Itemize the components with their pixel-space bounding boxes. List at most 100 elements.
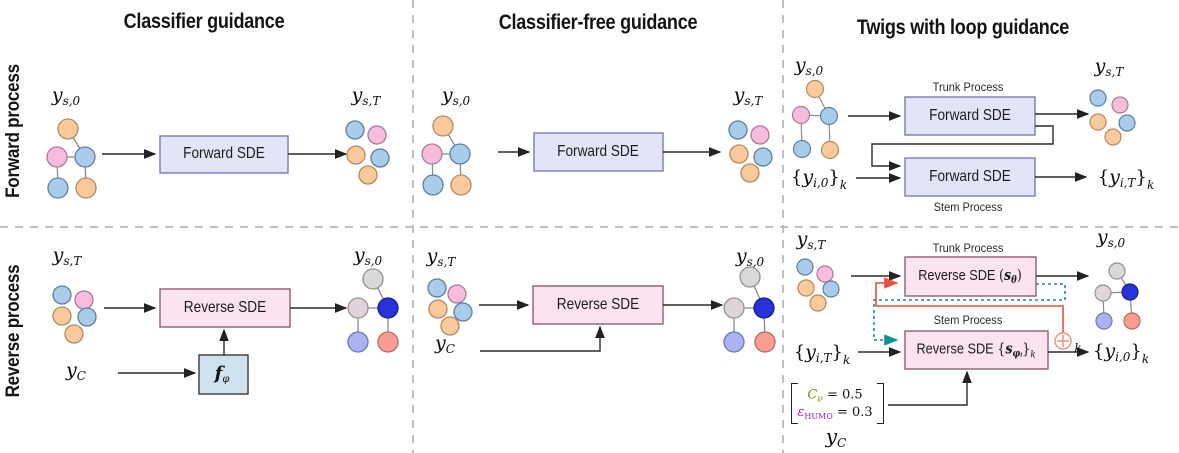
label-set-y-iT: {yi,T}k — [793, 341, 851, 367]
node-pink — [421, 143, 443, 165]
node-orange — [450, 174, 472, 196]
column-title-classifier-free: Classifier-free guidance — [498, 11, 698, 34]
node-blue — [453, 302, 473, 322]
label-y-sT: ys,T — [733, 84, 763, 108]
node-pink — [46, 146, 68, 168]
node-blue — [753, 147, 773, 167]
label-set-y-i0: {yi,0}k — [790, 166, 848, 192]
bracket-left — [791, 383, 798, 424]
noise-dots-col1-forward — [345, 120, 390, 185]
node-gray — [362, 268, 384, 290]
node-blue — [819, 106, 839, 126]
label-y-C: yC — [66, 359, 86, 383]
noise-dots-col3-forward — [1089, 89, 1136, 146]
node-blue — [1118, 114, 1136, 132]
reverse-sde-label-col1: Reverse SDE — [183, 299, 267, 316]
reverse-sde-box-col2 — [532, 285, 664, 325]
teal-loop-path — [873, 283, 1066, 346]
node-orange — [52, 306, 72, 326]
node-blue — [47, 177, 69, 199]
node-lightgray — [723, 297, 745, 319]
node-orange — [805, 79, 825, 99]
node-orange — [797, 279, 815, 297]
node-orange — [64, 324, 84, 344]
arrow-trunk-to-stem-loop — [871, 125, 1054, 171]
node-gray — [1108, 262, 1126, 280]
node-pink — [1111, 96, 1129, 114]
node-orange — [358, 165, 378, 185]
arrow-col2-yC — [480, 325, 605, 352]
graph-col2-forward-input — [421, 115, 472, 196]
node-gray — [739, 266, 761, 288]
node-orange — [729, 144, 749, 164]
node-lightgray — [347, 297, 369, 319]
node-blue — [52, 285, 72, 305]
label-y-s0: ys,0 — [353, 244, 383, 268]
node-salmon — [377, 331, 399, 353]
noise-dots-col1-reverse — [52, 285, 97, 344]
label-stem-process-rev: Stem Process — [933, 313, 1003, 327]
node-pink — [367, 125, 387, 145]
label-y-s0: ys,0 — [794, 54, 824, 78]
node-periwinkle — [723, 331, 745, 353]
forward-sde-label-col1: Forward SDE — [183, 145, 265, 162]
node-pink — [816, 265, 834, 283]
node-darkblue — [1121, 283, 1139, 301]
node-periwinkle — [1095, 312, 1113, 330]
reverse-sde-label-col2: Reverse SDE — [556, 296, 640, 313]
label-y-sT: ys,T — [52, 244, 82, 268]
node-orange — [428, 299, 448, 319]
forward-sde-box-col1 — [159, 135, 289, 174]
node-pink — [750, 125, 770, 145]
label-y-sT: ys,T — [796, 228, 826, 252]
node-blue — [345, 120, 365, 140]
graph-col1-reverse-output — [347, 268, 399, 353]
graph-col3-reverse-output — [1094, 262, 1141, 330]
node-blue — [370, 148, 390, 168]
forward-sde-box-trunk — [904, 96, 1036, 136]
label-set-y-iT: {yi,T}k — [1097, 166, 1155, 192]
forward-sde-label-stem: Forward SDE — [929, 168, 1011, 185]
node-blue — [77, 307, 97, 327]
node-blue — [427, 278, 447, 298]
arrow-condition-to-stem — [888, 370, 972, 406]
node-blue — [796, 258, 814, 276]
node-blue — [422, 174, 444, 196]
red-loop — [875, 277, 1072, 350]
reverse-sde-phi-label: Reverse SDE {sφᵢ}k — [916, 339, 1036, 361]
node-orange — [432, 115, 454, 137]
reverse-sde-box-col1 — [159, 288, 291, 328]
label-stem-process-fwd: Stem Process — [933, 200, 1003, 214]
f-phi-label: fφ — [214, 363, 230, 385]
forward-sde-label-col2: Forward SDE — [557, 143, 639, 160]
column-title-twigs: Twigs with loop guidance — [856, 16, 1070, 39]
node-blue — [728, 120, 748, 140]
process-boxes — [159, 96, 1049, 395]
forward-sde-box-stem — [904, 157, 1036, 197]
graph-col1-forward-input — [46, 118, 97, 199]
label-trunk-process-rev: Trunk Process — [932, 241, 1004, 255]
forward-sde-label-trunk: Forward SDE — [929, 107, 1011, 124]
label-y-s0: ys,0 — [51, 84, 81, 108]
node-blue — [792, 139, 812, 159]
node-orange — [1089, 113, 1107, 131]
column-title-classifier: Classifier guidance — [123, 10, 285, 33]
graph-col3-forward-input — [791, 79, 840, 160]
node-blue — [822, 280, 840, 298]
node-orange — [820, 140, 840, 160]
node-darkblue — [753, 297, 775, 319]
node-darkblue — [377, 297, 399, 319]
bracket-right — [877, 383, 884, 424]
label-y-sT: ys,T — [1094, 55, 1124, 79]
node-orange — [740, 163, 760, 183]
node-salmon — [754, 331, 776, 353]
flow-arrows — [102, 109, 1090, 406]
forward-sde-box-col2 — [533, 132, 664, 172]
label-y-C: yC — [825, 424, 847, 450]
red-loop-path — [875, 277, 1064, 333]
node-blue — [74, 146, 96, 168]
node-orange — [75, 177, 97, 199]
